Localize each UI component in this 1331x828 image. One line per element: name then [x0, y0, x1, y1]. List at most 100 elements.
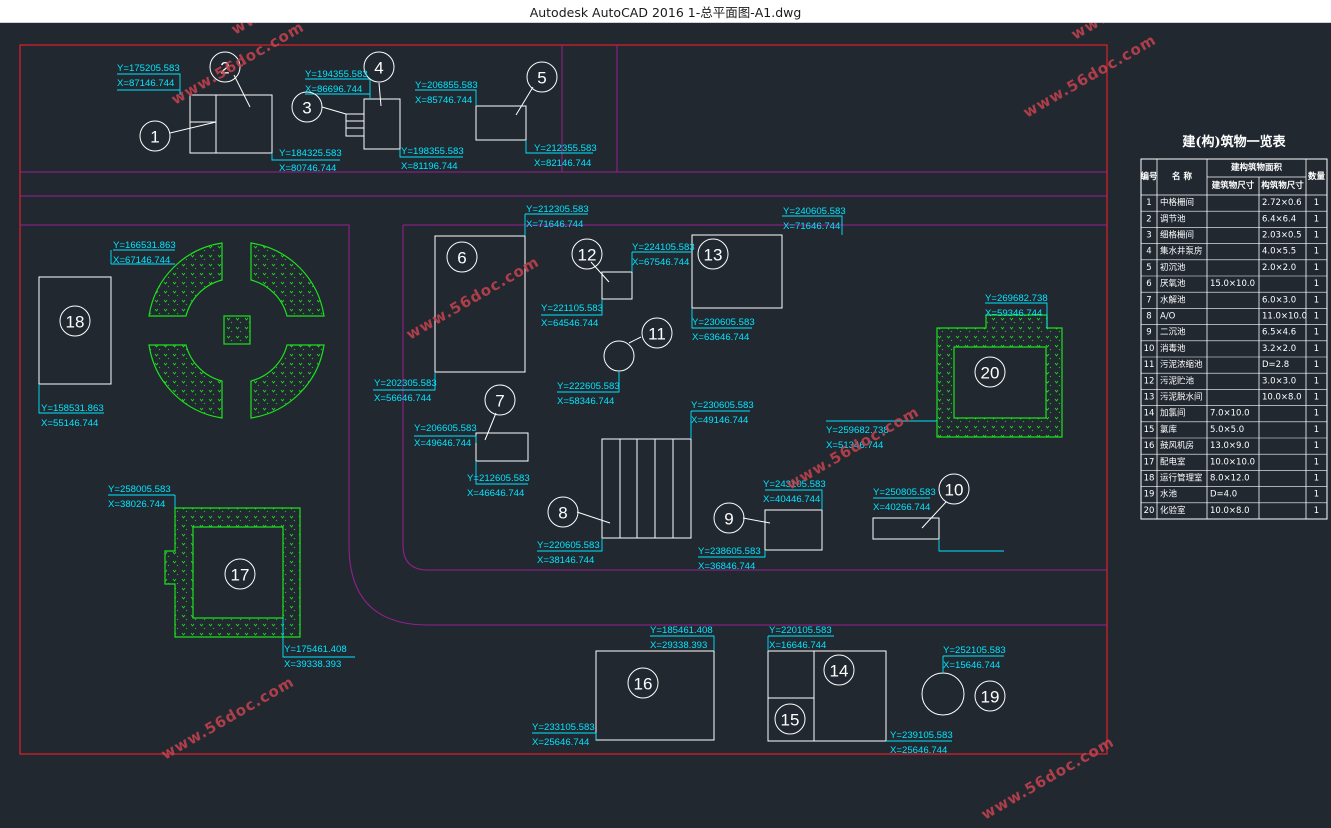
table-cell-b: 13.0×9.0 [1210, 441, 1250, 451]
coord-x-label: X=59346.744 [985, 308, 1043, 319]
table-cell-q: 1 [1314, 247, 1319, 257]
coord-x-label: X=87146.744 [117, 78, 175, 89]
coord-y-label: Y=194355.583 [305, 69, 368, 80]
coord-y-label: Y=175205.583 [117, 63, 180, 74]
callout-number: 18 [66, 313, 85, 332]
coord-x-label: X=39338.393 [284, 659, 341, 670]
table-cell-q: 1 [1314, 295, 1319, 305]
table-cell-name: 二沉池 [1160, 327, 1186, 338]
table-cell-q: 1 [1314, 474, 1319, 484]
callout-number: 11 [648, 325, 666, 344]
table-cell-name: 水解池 [1160, 294, 1186, 305]
table-header-size2: 构筑物尺寸 [1261, 180, 1304, 191]
coord-x-label: X=81196.744 [401, 161, 458, 172]
callout-number: 10 [945, 481, 964, 500]
table-cell-q: 1 [1314, 425, 1319, 435]
coordinate-leaders [38, 73, 1048, 742]
table-cell-no: 17 [1144, 457, 1155, 467]
coord-x-label: X=46646.744 [467, 488, 525, 499]
coord-y-label: Y=212305.583 [526, 204, 589, 215]
coord-y-label: Y=198355.583 [401, 146, 464, 157]
coord-y-label: Y=222605.583 [557, 381, 620, 392]
coord-x-label: X=25646.744 [890, 745, 948, 756]
table-cell-b: 15.0×10.0 [1210, 279, 1255, 289]
table-cell-s: 3.0×3.0 [1262, 376, 1296, 386]
table-cell-s: 10.0×8.0 [1262, 393, 1302, 403]
table-cell-s: 11.0×10.0 [1262, 312, 1307, 322]
coordinate-labels: Y=175205.583X=87146.744Y=184325.583X=807… [41, 63, 1048, 756]
callout-number: 9 [724, 510, 733, 529]
callout-8: 8 [547, 496, 579, 528]
table-cell-no: 13 [1144, 393, 1155, 403]
callout-number: 1 [150, 128, 159, 147]
table-cell-name: 初沉池 [1160, 262, 1186, 273]
coord-x-label: X=40446.744 [763, 494, 821, 505]
coord-x-label: X=71646.744 [526, 219, 584, 230]
table-cell-name: 污泥脱水间 [1160, 392, 1203, 403]
table-cell-q: 1 [1314, 312, 1319, 322]
table-header-area: 建构筑物面积 [1230, 162, 1283, 173]
coord-y-label: Y=220605.583 [537, 540, 600, 551]
watermark-text: www.56doc.com [978, 733, 1117, 824]
coord-x-label: X=29338.393 [650, 640, 707, 651]
table-cell-q: 1 [1314, 279, 1319, 289]
callout-number: 6 [457, 249, 466, 268]
table-cell-no: 20 [1144, 506, 1155, 516]
coord-x-label: X=51346.744 [826, 440, 884, 451]
callout-number: 15 [781, 711, 800, 730]
table-cell-no: 14 [1144, 409, 1155, 419]
callout-number: 20 [981, 364, 1000, 383]
callout-13: 13 [697, 238, 729, 270]
coord-y-label: Y=239105.583 [890, 730, 953, 741]
callout-number: 17 [231, 566, 250, 585]
callout-number: 16 [634, 675, 653, 694]
table-cell-no: 4 [1146, 247, 1151, 257]
table-cell-q: 1 [1314, 198, 1319, 208]
table-cell-q: 1 [1314, 457, 1319, 467]
table-cell-name: 化验室 [1160, 505, 1186, 516]
window-title: Autodesk AutoCAD 2016 1-总平面图-A1.dwg [529, 4, 802, 20]
callout-number: 14 [830, 662, 849, 681]
table-cell-b: D=4.0 [1210, 490, 1237, 500]
coord-x-label: X=58346.744 [557, 396, 615, 407]
table-cell-name: 调节池 [1160, 213, 1186, 224]
callout-number: 12 [578, 246, 597, 265]
coord-y-label: Y=212605.583 [467, 473, 530, 484]
callout-number: 13 [704, 246, 723, 265]
callout-16: 16 [627, 667, 659, 699]
callout-number: 8 [558, 504, 567, 523]
callout-20: 20 [974, 356, 1006, 388]
callout-9: 9 [713, 502, 745, 534]
coord-x-label: X=56646.744 [374, 393, 432, 404]
coord-y-label: Y=212355.583 [534, 143, 597, 154]
watermark-text: www.56doc.com [783, 403, 922, 494]
table-cell-b: 8.0×12.0 [1210, 474, 1250, 484]
coord-x-label: X=38146.744 [537, 555, 595, 566]
coord-x-label: X=64546.744 [541, 318, 599, 329]
callout-4: 4 [363, 51, 395, 83]
coord-x-label: X=25646.744 [532, 737, 590, 748]
coord-x-label: X=80746.744 [279, 163, 337, 174]
title-bar: Autodesk AutoCAD 2016 1-总平面图-A1.dwg [0, 0, 1331, 23]
callout-leaders [169, 74, 947, 529]
table-cell-no: 12 [1144, 376, 1155, 386]
table-cell-no: 8 [1146, 312, 1151, 322]
coord-x-label: X=67546.744 [632, 257, 690, 268]
coord-x-label: X=36846.744 [698, 561, 756, 572]
coord-x-label: X=49646.744 [414, 438, 472, 449]
coord-x-label: X=85746.744 [415, 95, 473, 106]
table-cell-no: 9 [1146, 328, 1151, 338]
callout-10: 10 [938, 473, 970, 505]
coord-x-label: X=38026.744 [108, 499, 166, 510]
table-cell-name: A/O [1160, 312, 1176, 322]
coord-y-label: Y=269682.738 [985, 293, 1048, 304]
callout-number: 5 [537, 69, 546, 88]
table-cell-q: 1 [1314, 409, 1319, 419]
table-cell-q: 1 [1314, 441, 1319, 451]
callout-number: 2 [220, 59, 229, 78]
